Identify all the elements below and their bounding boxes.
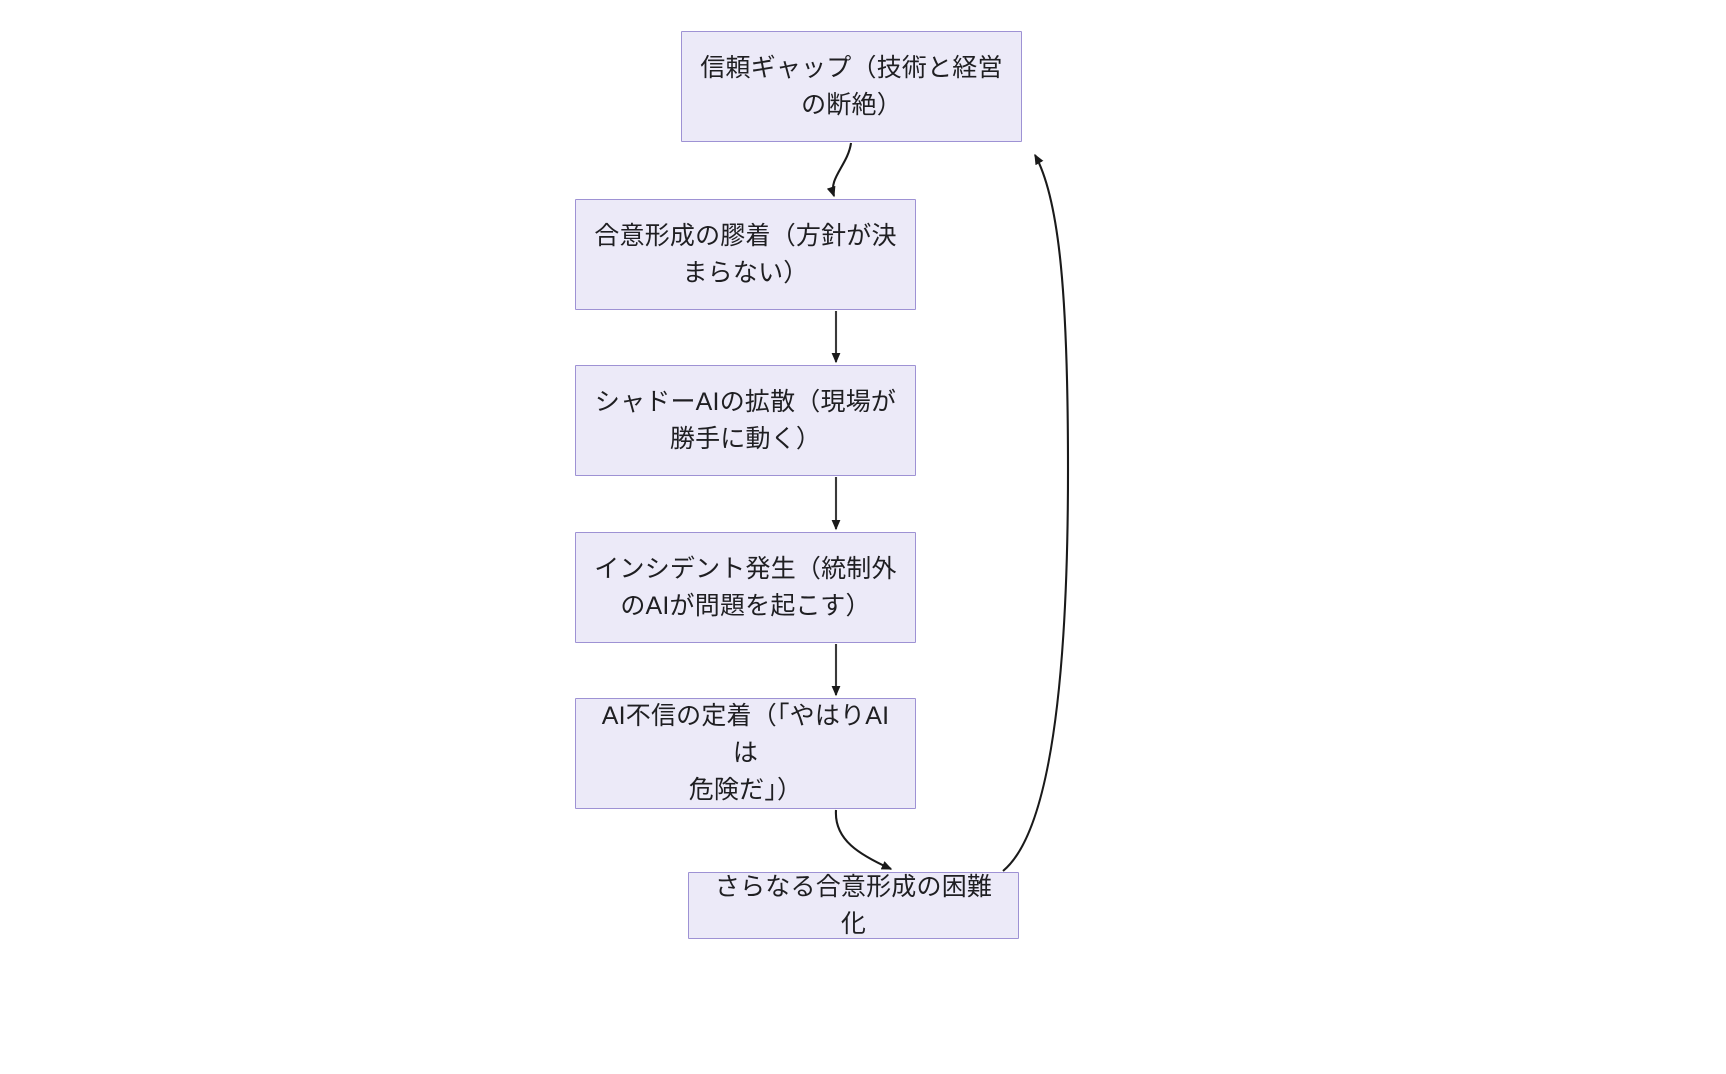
node-harder-consensus-label: さらなる合意形成の困難化	[714, 872, 993, 938]
node-trust-gap-label: 信頼ギャップ（技術と経営 の断絶）	[700, 53, 1003, 119]
edge-trust-gap-to-consensus-stall	[826, 142, 853, 198]
node-consensus-stall-label: 合意形成の膠着（方針が決 まらない）	[594, 221, 897, 287]
edge-ai-distrust-to-harder-consensus	[834, 809, 893, 870]
node-incident-occurs-label: インシデント発生（統制外 のAIが問題を起こす）	[594, 554, 897, 620]
node-harder-consensus[interactable]: さらなる合意形成の困難化	[688, 872, 1019, 939]
node-shadow-ai-spread-label: シャドーAIの拡散（現場が 勝手に動く）	[594, 387, 897, 453]
node-trust-gap[interactable]: 信頼ギャップ（技術と経営 の断絶）	[681, 31, 1022, 142]
node-ai-distrust-label: AI不信の定着（「やはりAIは 危険だ」）	[601, 702, 890, 804]
node-consensus-stall[interactable]: 合意形成の膠着（方針が決 まらない）	[575, 199, 916, 310]
node-incident-occurs[interactable]: インシデント発生（統制外 のAIが問題を起こす）	[575, 532, 916, 643]
edge-harder-consensus-to-trust-gap	[1002, 153, 1070, 872]
node-shadow-ai-spread[interactable]: シャドーAIの拡散（現場が 勝手に動く）	[575, 365, 916, 476]
node-ai-distrust[interactable]: AI不信の定着（「やはりAIは 危険だ」）	[575, 698, 916, 809]
